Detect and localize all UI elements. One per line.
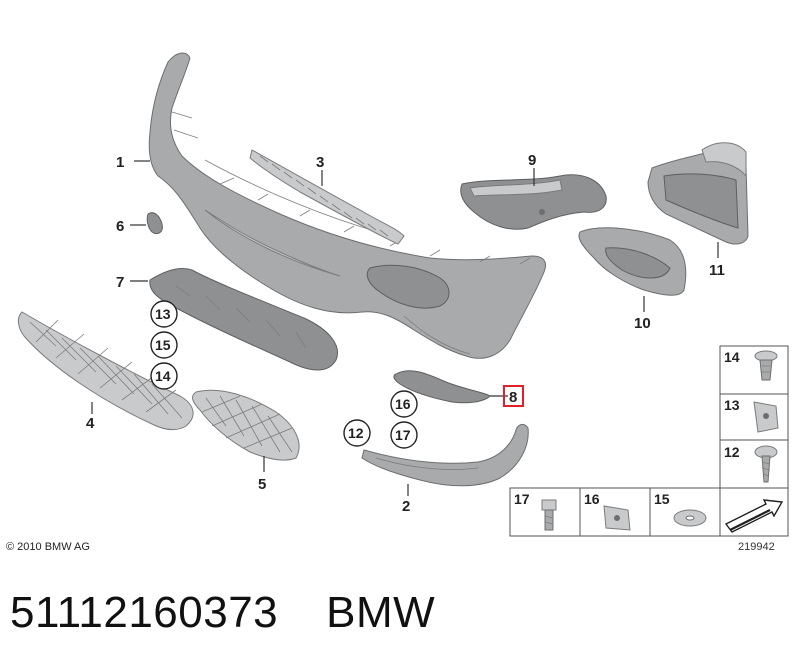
label-3: 3 (316, 154, 324, 171)
label-10: 10 (634, 315, 651, 332)
highlighted-label-8: 8 (503, 385, 524, 407)
label-4: 4 (86, 415, 95, 432)
label-7: 7 (116, 274, 124, 291)
brake-air-guide-part (578, 227, 687, 296)
bolt-icon (541, 499, 557, 531)
fastener-legend: 14 13 12 17 16 15 (509, 345, 789, 537)
legend-label-15: 15 (654, 491, 670, 507)
bracket-part-6 (146, 212, 163, 235)
highlight-box (503, 385, 524, 407)
circled-13: 13 (155, 306, 171, 322)
upper-grille-strip-part (249, 149, 405, 245)
circled-14: 14 (155, 368, 171, 384)
label-8: 8 (509, 389, 517, 406)
legend-label-16: 16 (584, 491, 600, 507)
lower-spoiler-part (361, 423, 529, 487)
part-number: 51112160373 (10, 588, 279, 637)
legend-label-13: 13 (724, 397, 740, 413)
air-duct-housing-part (647, 142, 749, 245)
screw-icon (754, 445, 778, 483)
speed-nut-icon (603, 505, 631, 531)
parts-diagram: 1 3 6 7 4 5 9 10 11 2 8 13 15 14 16 17 1… (17, 52, 789, 537)
label-1: 1 (116, 154, 124, 171)
copyright-text: © 2010 BMW AG (6, 541, 90, 553)
label-2: 2 (402, 498, 410, 515)
circled-17: 17 (395, 427, 411, 443)
air-duct-part (460, 174, 607, 230)
circled-15: 15 (155, 337, 171, 353)
bumper-cover-part (148, 52, 546, 359)
brand-name: BMW (326, 588, 436, 637)
washer-icon (673, 509, 707, 527)
label-11: 11 (709, 262, 725, 279)
label-9: 9 (528, 152, 536, 169)
circled-16: 16 (395, 396, 411, 412)
part-caption: 51112160373 BMW (10, 588, 483, 638)
push-clip-icon (754, 350, 778, 381)
circled-12: 12 (348, 425, 364, 441)
trim-piece-part (393, 370, 491, 404)
clip-nut-icon (753, 401, 779, 433)
leader-lines (91, 160, 719, 496)
air-deflector-part (149, 267, 338, 371)
label-6: 6 (116, 218, 124, 235)
legend-label-17: 17 (514, 491, 530, 507)
part-number-labels: 1 3 6 7 4 5 9 10 11 2 (86, 152, 725, 515)
circled-labels: 13 15 14 16 17 12 (150, 300, 418, 449)
legend-label-12: 12 (724, 444, 740, 460)
lower-mesh-grille-part (17, 311, 194, 431)
direction-arrow-icon (724, 499, 784, 533)
diagram-reference-number: 219942 (738, 541, 775, 553)
side-mesh-grille-part (192, 389, 300, 461)
legend-label-14: 14 (724, 349, 740, 365)
label-5: 5 (258, 476, 266, 493)
